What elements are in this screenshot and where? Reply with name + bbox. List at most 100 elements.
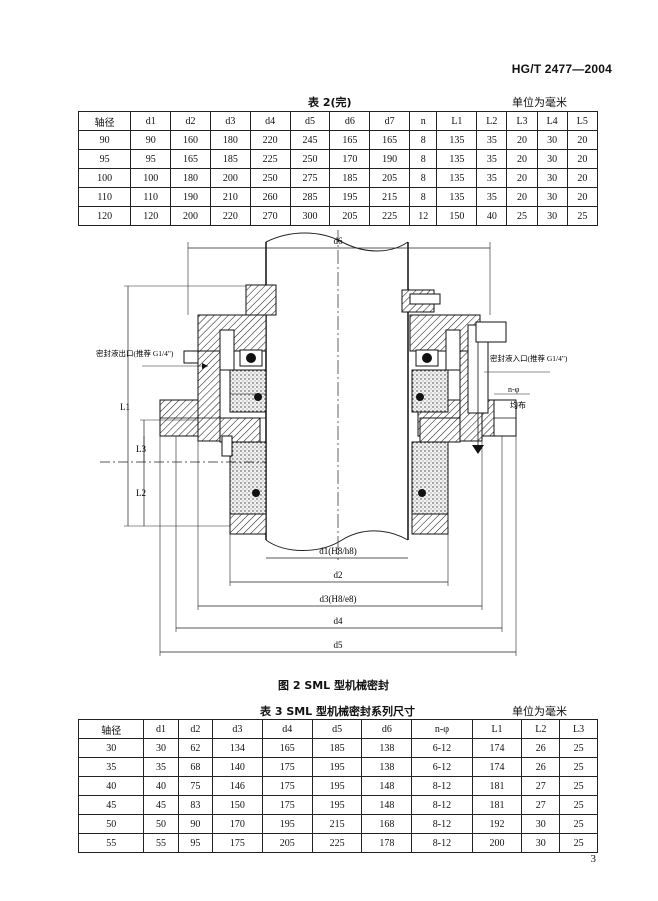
table2-col-header: n <box>409 111 438 131</box>
table-cell: 135 <box>436 187 478 207</box>
table-cell: 90 <box>77 130 132 150</box>
table-cell: 195 <box>311 795 363 815</box>
table-cell: 8-12 <box>411 833 473 853</box>
table-cell: 170 <box>329 149 371 169</box>
table-cell: 27 <box>521 776 561 796</box>
table-cell: 25 <box>559 776 598 796</box>
table-cell: 300 <box>289 206 331 226</box>
table-cell: 215 <box>369 187 411 207</box>
table-cell: 165 <box>170 149 211 169</box>
table-cell: 205 <box>369 168 411 188</box>
page-number: 3 <box>590 853 597 865</box>
table-cell: 26 <box>521 738 561 758</box>
table-cell: 95 <box>77 149 132 169</box>
table-cell: 148 <box>361 776 413 796</box>
table-cell: 8-12 <box>411 795 473 815</box>
table-cell: 25 <box>559 795 598 815</box>
table-cell: 200 <box>471 833 523 853</box>
table-cell: 192 <box>471 814 523 834</box>
table-cell: 20 <box>566 149 599 169</box>
table-cell: 8 <box>409 168 438 188</box>
table-cell: 83 <box>177 795 213 815</box>
table-cell: 50 <box>77 814 145 834</box>
table-cell: 165 <box>261 738 313 758</box>
table-cell: 195 <box>311 776 363 796</box>
table-cell: 170 <box>211 814 263 834</box>
table-cell: 181 <box>471 776 523 796</box>
table-cell: 210 <box>209 187 251 207</box>
table-cell: 138 <box>361 738 413 758</box>
table-cell: 40 <box>143 776 179 796</box>
table-cell: 225 <box>369 206 411 226</box>
table2-col-header: L2 <box>476 111 508 131</box>
table-cell: 275 <box>289 168 331 188</box>
table3-col-header: L1 <box>471 719 523 739</box>
figure2-caption: 图 2 SML 型机械密封 <box>278 679 390 692</box>
table-cell: 100 <box>130 168 172 188</box>
table2-col-header: L1 <box>436 111 478 131</box>
table-cell: 30 <box>521 814 561 834</box>
table-cell: 35 <box>476 130 508 150</box>
table-cell: 55 <box>143 833 179 853</box>
table-cell: 165 <box>329 130 371 150</box>
table-cell: 8 <box>409 149 438 169</box>
table-cell: 75 <box>177 776 213 796</box>
table3-col-header: L3 <box>559 719 598 739</box>
table-cell: 205 <box>329 206 371 226</box>
table-cell: 20 <box>506 130 538 150</box>
dim-L1-label: L1 <box>120 402 130 412</box>
table2-unit: 单位为毫米 <box>512 96 567 109</box>
dim-L2-label: L2 <box>136 488 146 498</box>
table-cell: 90 <box>177 814 213 834</box>
table-cell: 180 <box>170 168 211 188</box>
table3-col-header: L2 <box>521 719 561 739</box>
table-cell: 30 <box>536 149 568 169</box>
table-cell: 185 <box>311 738 363 758</box>
table-cell: 40 <box>476 206 508 226</box>
table-cell: 30 <box>536 206 568 226</box>
table-cell: 120 <box>130 206 172 226</box>
table-cell: 110 <box>130 187 172 207</box>
table-cell: 30 <box>521 833 561 853</box>
table-cell: 250 <box>289 149 331 169</box>
table-cell: 285 <box>289 187 331 207</box>
table2-col-header: L3 <box>506 111 538 131</box>
table2-col-header: d4 <box>249 111 291 131</box>
table-cell: 165 <box>369 130 411 150</box>
dim-d1-label: d1(H8/h8) <box>319 546 357 556</box>
table3-caption: 表 3 SML 型机械密封系列尺寸 <box>260 705 416 718</box>
table-cell: 27 <box>521 795 561 815</box>
table-cell: 190 <box>170 187 211 207</box>
table-cell: 200 <box>209 168 251 188</box>
table-cell: 135 <box>436 130 478 150</box>
table2-col-header: 轴径 <box>77 111 132 131</box>
table-cell: 30 <box>536 168 568 188</box>
table-cell: 35 <box>476 168 508 188</box>
dim-d3-label: d3(H8/e8) <box>320 594 357 604</box>
table-cell: 150 <box>211 795 263 815</box>
table-cell: 110 <box>77 187 132 207</box>
table-cell: 20 <box>506 168 538 188</box>
table-cell: 250 <box>249 168 291 188</box>
table-cell: 148 <box>361 795 413 815</box>
table-cell: 175 <box>211 833 263 853</box>
table-cell: 245 <box>289 130 331 150</box>
table-cell: 140 <box>211 757 263 777</box>
dim-d6-label: d6 <box>334 236 344 246</box>
table-cell: 178 <box>361 833 413 853</box>
table-cell: 195 <box>261 814 313 834</box>
table2-col-header: d6 <box>329 111 371 131</box>
even-label: 均布 <box>510 400 526 410</box>
table3-col-header: d1 <box>143 719 179 739</box>
table-cell: 62 <box>177 738 213 758</box>
